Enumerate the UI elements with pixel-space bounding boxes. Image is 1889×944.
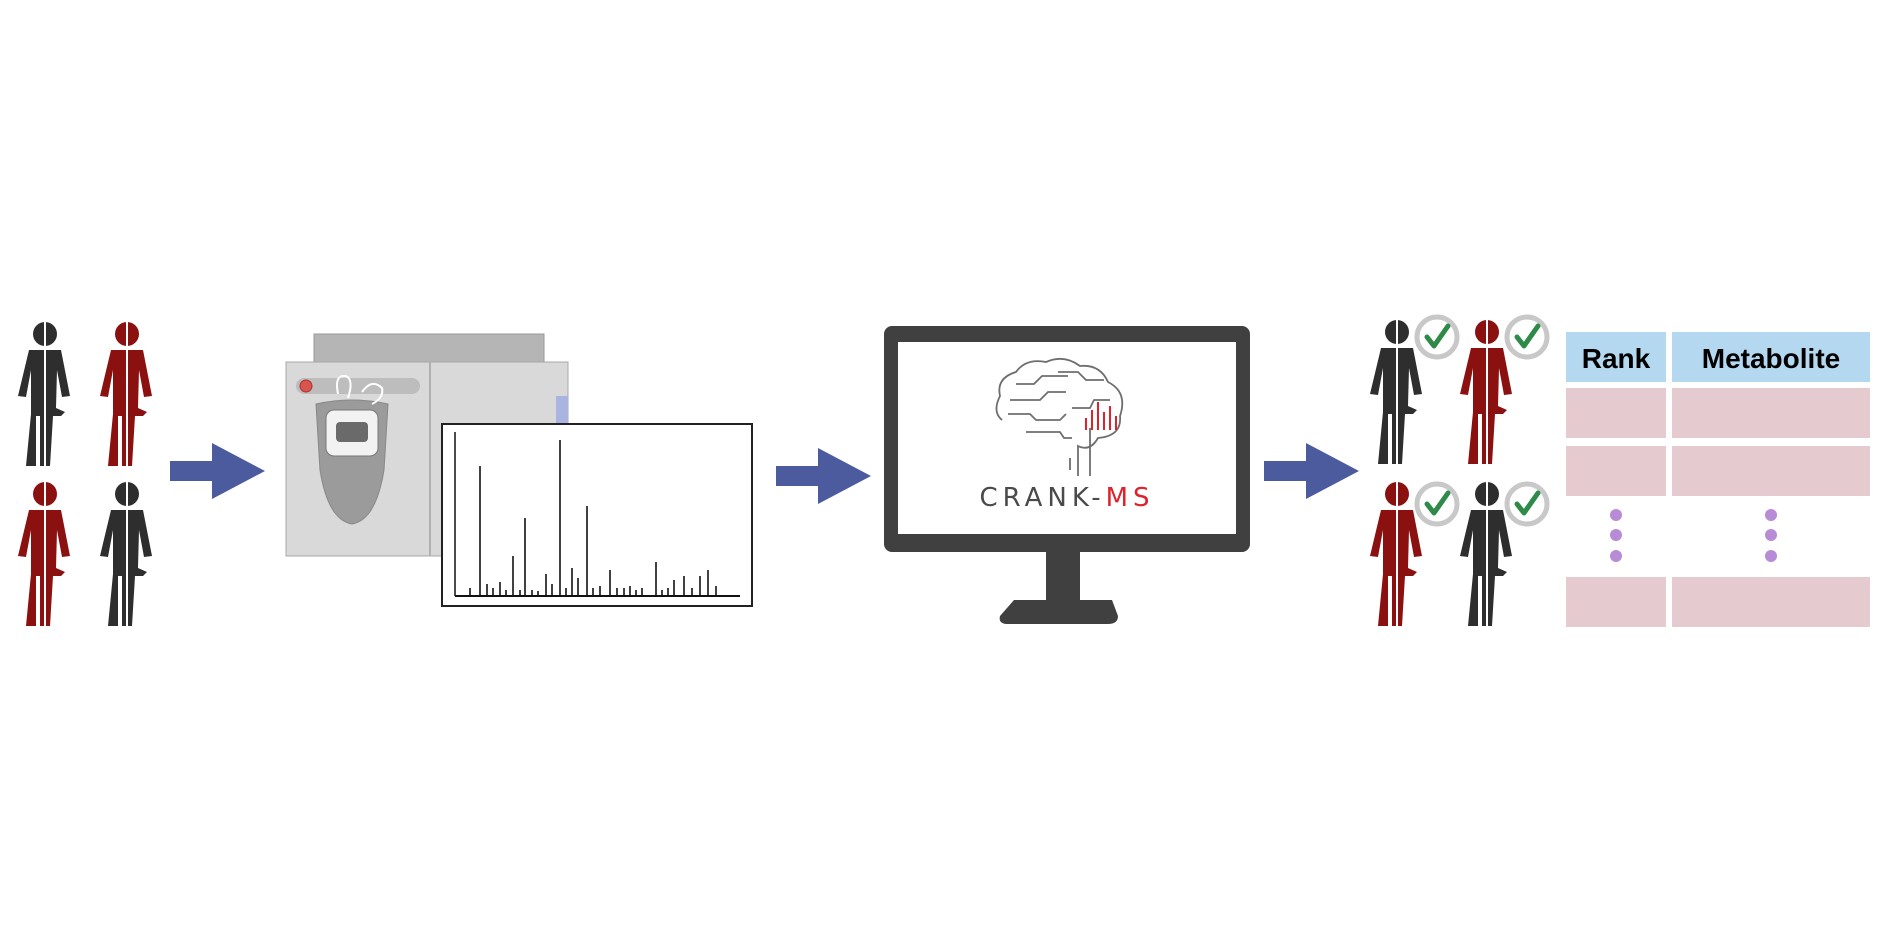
check-icon xyxy=(1417,484,1457,524)
check-icon xyxy=(1507,484,1547,524)
table-row xyxy=(1672,577,1870,627)
brain-icon xyxy=(995,357,1124,476)
table-row xyxy=(1566,446,1666,496)
person-icon xyxy=(99,481,153,627)
table-row xyxy=(1566,577,1666,627)
input-cohort xyxy=(17,321,153,627)
table-row xyxy=(1566,388,1666,438)
metabolite-header xyxy=(1672,332,1870,382)
person-icon xyxy=(1369,481,1423,627)
rank-table: Rank Metabolite xyxy=(1566,332,1870,627)
spectrum-plot xyxy=(441,423,753,607)
output-cohort xyxy=(1369,317,1547,627)
check-icon xyxy=(1417,317,1457,357)
ellipsis-dots xyxy=(1610,509,1777,562)
arrow-icon xyxy=(1264,443,1359,499)
arrow-icon xyxy=(170,443,265,499)
rank-header xyxy=(1566,332,1666,382)
brain-bars xyxy=(1085,402,1117,430)
logo-text: CRANK-MS xyxy=(979,483,1154,513)
logo-part1: CRANK- xyxy=(979,483,1105,513)
person-icon xyxy=(17,481,71,627)
monitor-icon: CRANK-MS xyxy=(884,326,1250,624)
rank-header-label: Rank xyxy=(1582,343,1651,374)
logo-part2: MS xyxy=(1106,483,1155,513)
person-icon xyxy=(1369,319,1423,465)
arrow-icon xyxy=(776,448,871,504)
person-icon xyxy=(1459,319,1513,465)
table-row xyxy=(1672,388,1870,438)
person-icon xyxy=(17,321,71,467)
person-icon xyxy=(99,321,153,467)
table-row xyxy=(1672,446,1870,496)
mass-spectrometer-icon xyxy=(285,333,569,557)
check-icon xyxy=(1507,317,1547,357)
person-icon xyxy=(1459,481,1513,627)
metabolite-header-label: Metabolite xyxy=(1702,343,1840,374)
